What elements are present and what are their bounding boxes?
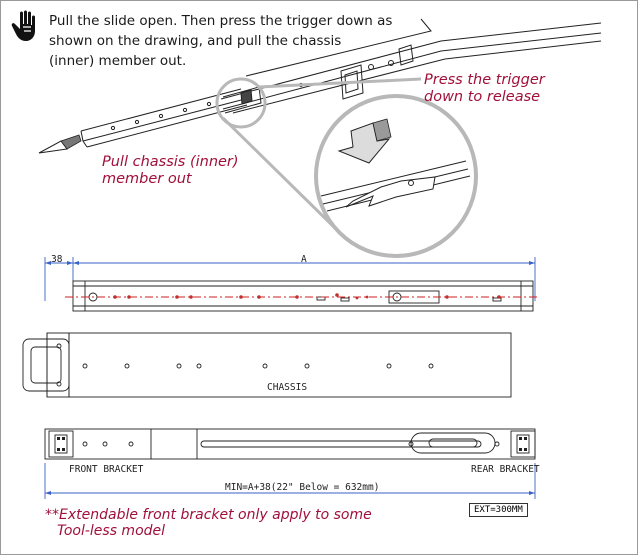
pull-chassis-line-2: member out (102, 171, 192, 187)
pull-chassis-line-1: Pull chassis (inner) (102, 154, 239, 170)
front-bracket-label: FRONT BRACKET (69, 464, 144, 475)
hand-pointer-icon (11, 10, 36, 41)
dimension-38-label: 38 (51, 254, 63, 265)
press-trigger-callout: Press the trigger down to release (424, 72, 545, 106)
chassis-label: CHASSIS (267, 382, 308, 393)
slide-rail-perspective-drawing (38, 18, 602, 258)
press-trigger-line-2: down to release (424, 89, 541, 105)
footnote-line-2: Tool-less model (57, 523, 166, 539)
instruction-line-1: Pull the slide open. Then press the trig… (49, 13, 393, 29)
rear-bracket-label: REAR BRACKET (471, 464, 540, 475)
pull-chassis-callout: Pull chassis (inner) member out (102, 154, 239, 188)
instruction-line-3: (inner) member out. (49, 53, 187, 69)
press-trigger-line-1: Press the trigger (424, 72, 545, 88)
min-length-formula: MIN=A+38(22" Below = 632mm) (225, 482, 380, 493)
instruction-line-2: shown on the drawing, and pull the chass… (49, 33, 342, 49)
ext-length-box: EXT=300MM (469, 503, 528, 517)
footnote-line-1: **Extendable front bracket only apply to… (45, 507, 372, 523)
instruction-text: Pull the slide open. Then press the trig… (49, 11, 419, 71)
footnote: **Extendable front bracket only apply to… (45, 507, 372, 539)
dimension-a-label: A (301, 254, 307, 265)
